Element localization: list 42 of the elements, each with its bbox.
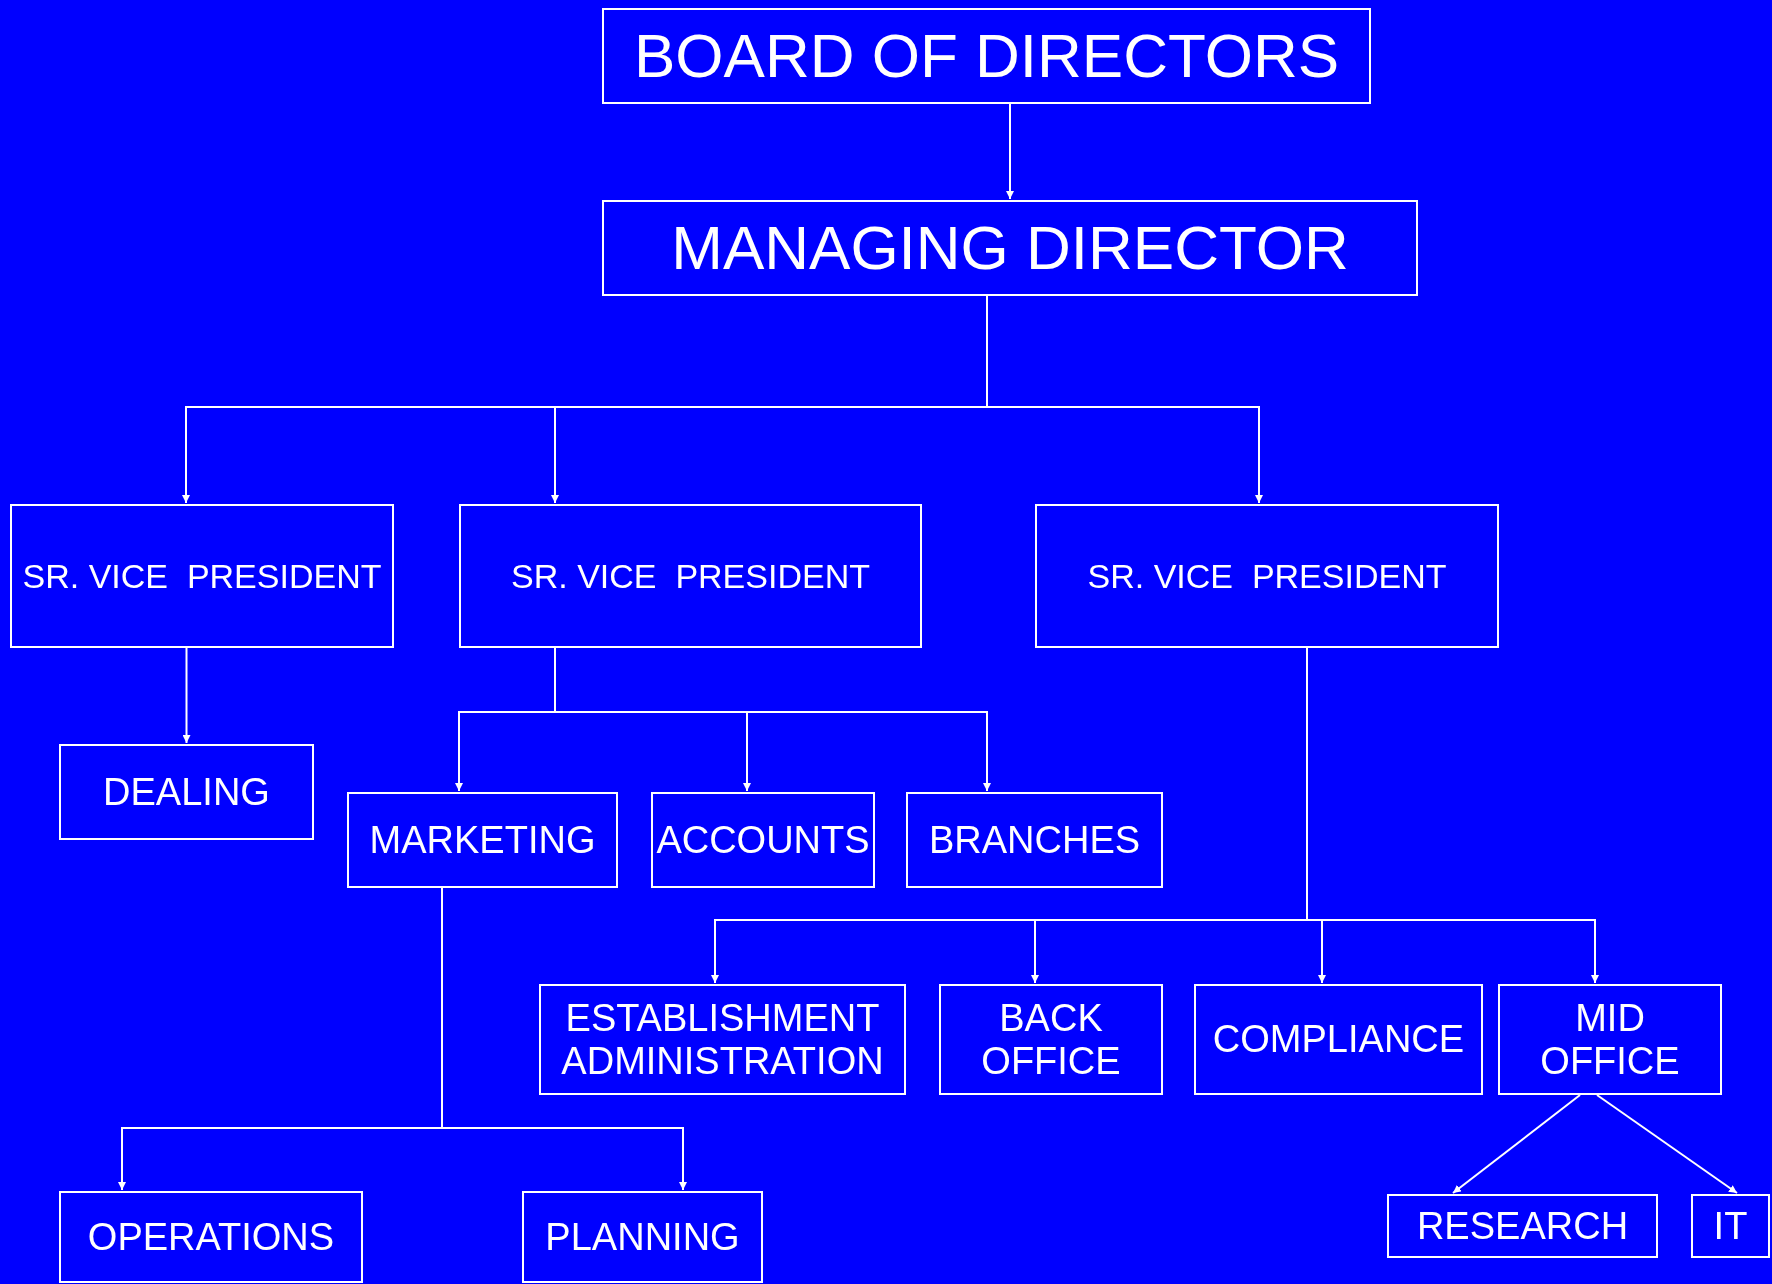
org-box (522, 1191, 763, 1283)
connector-arrow (1596, 1094, 1738, 1194)
box-label: MID OFFICE (1539, 996, 1681, 1083)
box-label: ACCOUNTS (656, 818, 870, 862)
org-box (347, 792, 618, 888)
box-label: MARKETING (369, 818, 596, 862)
org-box (1194, 984, 1483, 1095)
connector-arrow (441, 887, 687, 1191)
connector-arrow (554, 647, 991, 792)
org-box (602, 8, 1371, 104)
org-box (10, 504, 394, 648)
box-label: DEALING (103, 770, 270, 814)
org-box (539, 984, 906, 1095)
org-box (939, 984, 1163, 1095)
box-label: BACK OFFICE (980, 996, 1122, 1083)
box-label: SR. VICE PRESIDENT (22, 556, 382, 596)
box-label: MANAGING DIRECTOR (671, 213, 1349, 283)
org-box (59, 744, 314, 840)
box-label: SR. VICE PRESIDENT (511, 556, 870, 596)
org-box (1498, 984, 1722, 1095)
org-box (651, 792, 875, 888)
connector-arrow (1452, 1094, 1581, 1194)
org-box (1691, 1194, 1770, 1258)
box-label: PLANNING (545, 1215, 740, 1259)
org-box (459, 504, 922, 648)
box-label: RESEARCH (1416, 1204, 1629, 1248)
box-label: OPERATIONS (87, 1215, 335, 1259)
box-label: SR. VICE PRESIDENT (1087, 556, 1447, 596)
box-label: ESTABLISHMENT ADMINISTRATION (560, 996, 885, 1083)
connector-arrow (986, 295, 1263, 504)
connector-arrow (182, 647, 191, 744)
connector-arrow (1306, 647, 1599, 984)
org-box (1035, 504, 1499, 648)
org-box (906, 792, 1163, 888)
org-box (59, 1191, 363, 1283)
org-box (1387, 1194, 1658, 1258)
org-box (602, 200, 1418, 296)
box-label: IT (1713, 1204, 1748, 1248)
box-label: BRANCHES (928, 818, 1141, 862)
connector-arrow (1006, 103, 1014, 200)
box-label: BOARD OF DIRECTORS (633, 21, 1339, 91)
box-label: COMPLIANCE (1212, 1018, 1465, 1061)
